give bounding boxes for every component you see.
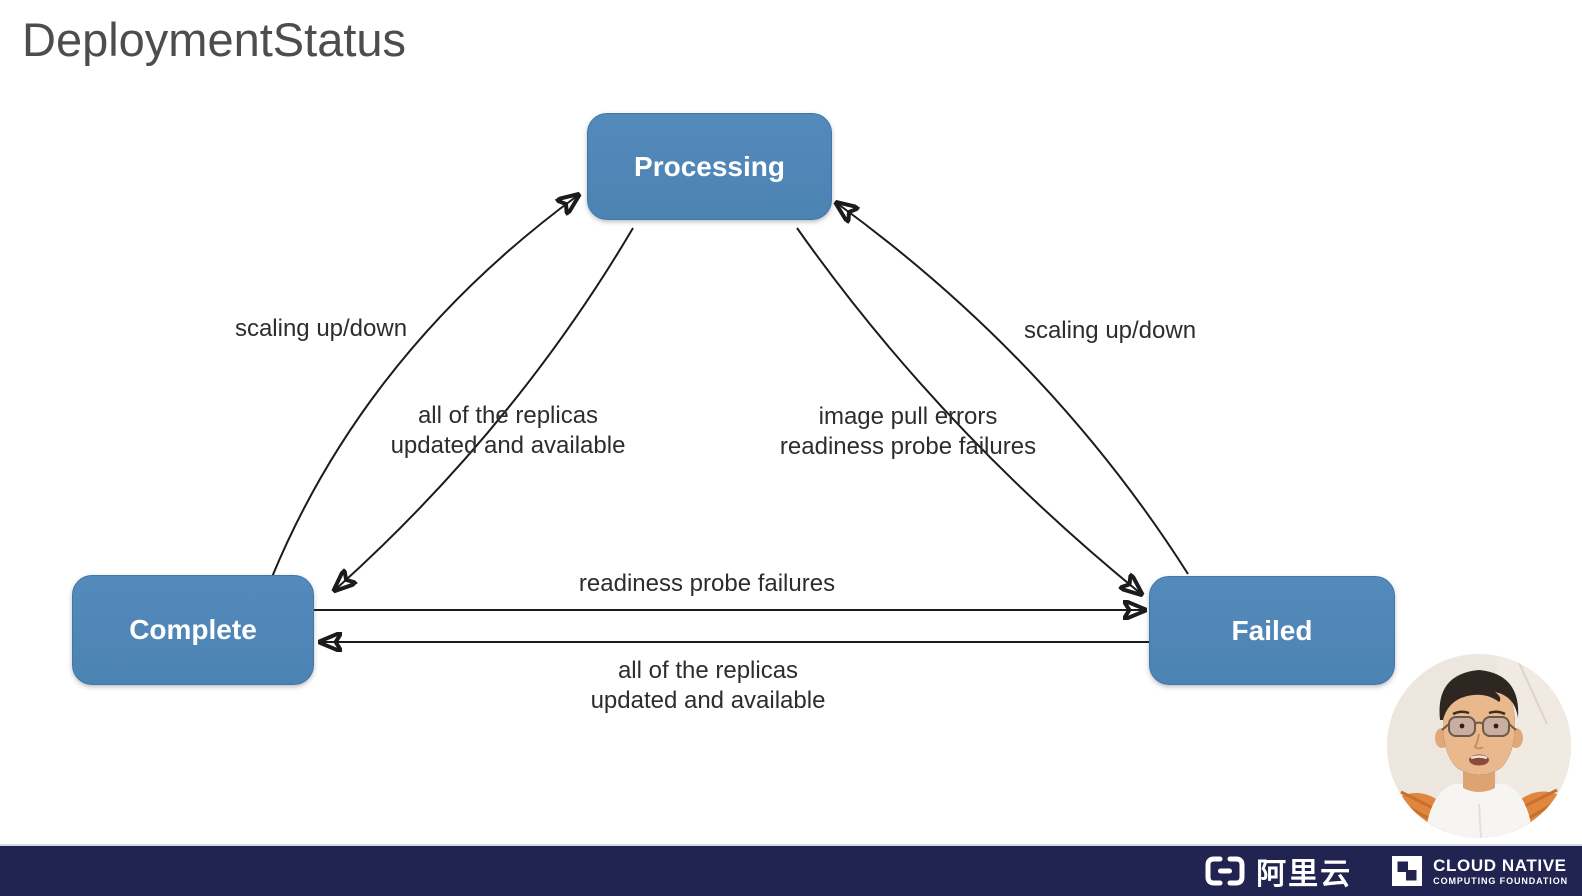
alibaba-cloud-icon bbox=[1205, 856, 1245, 886]
state-node-label: Processing bbox=[634, 150, 785, 182]
cncf-name-line1: CLOUD NATIVE bbox=[1433, 855, 1567, 875]
cncf-icon bbox=[1392, 856, 1423, 886]
presenter-webcam bbox=[1387, 654, 1571, 838]
state-node-failed: Failed bbox=[1149, 576, 1395, 685]
edge-label-line: all of the replicas bbox=[617, 657, 799, 684]
edge-label-readiness-probe-failures: readiness probe failures bbox=[578, 570, 836, 597]
page-title: DeploymentStatus bbox=[22, 13, 407, 66]
edge-label-line: readiness probe failures bbox=[779, 433, 1037, 460]
cncf-wordmark: CLOUD NATIVE COMPUTING FOUNDATION bbox=[1433, 857, 1568, 886]
state-node-complete: Complete bbox=[72, 575, 314, 685]
edge-label-replicas-available-left: all of the replicas updated and availabl… bbox=[391, 401, 626, 461]
edge-label-line: image pull errors bbox=[818, 403, 998, 430]
arrow-failed-to-processing bbox=[838, 204, 1189, 575]
arrow-complete-to-processing bbox=[271, 196, 577, 578]
state-node-processing: Processing bbox=[587, 113, 832, 220]
cncf-name-line2: COMPUTING FOUNDATION bbox=[1433, 875, 1568, 886]
edge-label-scaling-up-down-right: scaling up/down bbox=[1023, 317, 1197, 344]
edge-label-line: updated and available bbox=[590, 687, 826, 714]
edge-label-line: all of the replicas bbox=[417, 402, 599, 429]
state-node-label: Failed bbox=[1231, 614, 1313, 646]
state-node-label: Complete bbox=[129, 614, 257, 645]
alibaba-cloud-logo: 阿里云 bbox=[1204, 849, 1352, 893]
edge-label-replicas-available-bottom: all of the replicas updated and availabl… bbox=[591, 656, 826, 716]
cncf-logo: CLOUD NATIVE COMPUTING FOUNDATION bbox=[1390, 854, 1568, 888]
alibaba-cloud-name: 阿里云 bbox=[1256, 858, 1353, 891]
edge-label-image-pull-errors: image pull errors readiness probe failur… bbox=[780, 402, 1036, 462]
presenter-avatar bbox=[1387, 654, 1571, 838]
footer-bar: 阿里云 CLOUD NATIVE COMPUTING FOUNDATION bbox=[0, 844, 1582, 896]
edge-label-scaling-up-down-left: scaling up/down bbox=[234, 315, 408, 342]
edge-label-line: updated and available bbox=[390, 432, 626, 459]
